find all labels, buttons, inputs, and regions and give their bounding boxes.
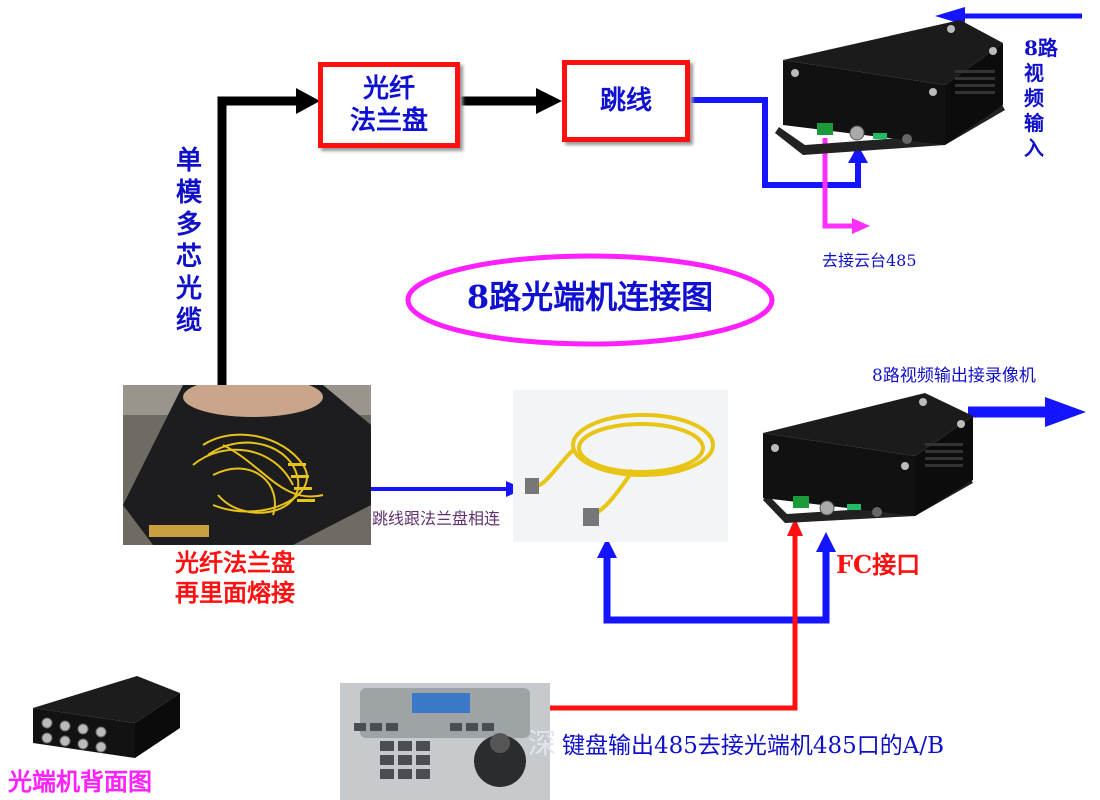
cable-arrowhead xyxy=(296,88,320,114)
fiber-flange-photo xyxy=(123,385,371,545)
flange-box-label: 光纤 法兰盘 xyxy=(349,74,428,136)
cable-label: 单模多芯光缆 xyxy=(175,146,202,336)
bottom-optical-transceiver xyxy=(763,393,973,523)
top-optical-transceiver xyxy=(775,20,1005,155)
flange-to-patch-arrowhead xyxy=(536,88,562,114)
input-arrow-head xyxy=(935,7,965,25)
output-arrow-head xyxy=(1045,397,1086,427)
watermark-text: 深 xyxy=(528,727,557,760)
keyboard-485-line xyxy=(550,532,798,711)
keyboard-controller-photo xyxy=(340,683,550,800)
flange-fusion-label: 光纤法兰盘 再里面熔接 xyxy=(175,548,295,607)
cable-line xyxy=(217,96,300,385)
fc-port-label: FC接口 xyxy=(836,550,921,579)
output-label: 8路视频输出接录像机 xyxy=(872,366,1036,386)
patch-to-device-arrowhead xyxy=(848,145,868,163)
flange-box: 光纤 法兰盘 xyxy=(318,62,460,148)
ptz-arrowhead xyxy=(852,218,870,234)
patch-to-device-line xyxy=(690,97,861,188)
diagram-title-text: 8路光端机连接图 xyxy=(466,278,714,316)
fc-loop-head-left xyxy=(597,538,617,558)
input-label: 8路视频输入 xyxy=(1024,36,1058,160)
keyboard-label: 键盘输出485去接光端机485口的A/B xyxy=(562,733,945,759)
patch-cable-photo xyxy=(513,390,728,542)
fc-loop-line xyxy=(603,550,830,624)
ptz-line xyxy=(822,138,856,229)
fc-loop-head-right xyxy=(816,532,836,552)
diagram-title: 8路光端机连接图 xyxy=(408,272,772,322)
patch-box-label: 跳线 xyxy=(599,86,652,116)
patch-box: 跳线 xyxy=(562,60,690,142)
rear-view-device xyxy=(33,676,180,758)
patch-link-label: 跳线跟法兰盘相连 xyxy=(372,509,501,528)
ptz-label: 去接云台485 xyxy=(822,251,917,270)
keyboard-485-head xyxy=(787,518,803,536)
title-ellipse xyxy=(405,253,775,347)
rear-view-label: 光端机背面图 xyxy=(8,767,152,796)
